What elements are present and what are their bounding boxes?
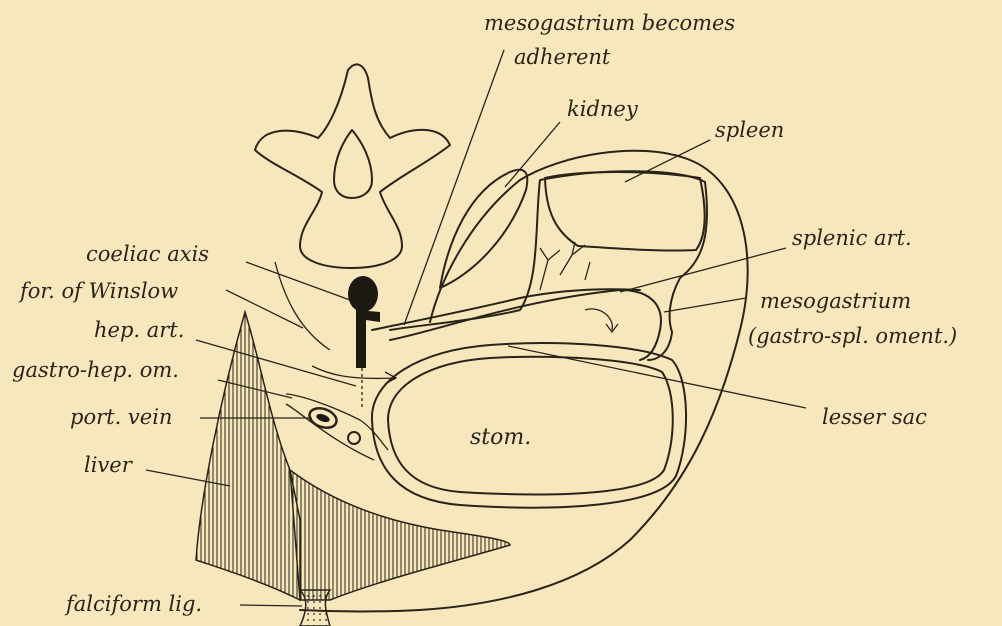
label-spleen: spleen	[715, 118, 784, 142]
label-mesogastrium-becomes: mesogastrium becomes	[484, 11, 735, 35]
aorta-shape	[348, 276, 378, 312]
splenic-branches	[540, 242, 590, 290]
label-liver: liver	[84, 453, 134, 477]
falciform-ligament	[300, 590, 330, 626]
label-coeliac-axis: coeliac axis	[86, 242, 209, 266]
hepatic-artery	[348, 432, 360, 444]
label-mesogastrium: mesogastrium	[760, 289, 911, 313]
label-gastro-hep-om: gastro-hep. om.	[12, 358, 179, 382]
label-for-of-winslow: for. of Winslow	[18, 279, 178, 303]
vertebra-shape	[255, 64, 450, 268]
label-gastro-spl-oment: (gastro-spl. oment.)	[748, 324, 957, 348]
label-stom: stom.	[470, 425, 531, 450]
label-hep-art: hep. art.	[94, 318, 184, 342]
label-splenic-art: splenic art.	[792, 226, 912, 250]
label-adherent: adherent	[514, 45, 611, 69]
label-lesser-sac: lesser sac	[822, 405, 927, 429]
label-kidney: kidney	[567, 97, 639, 121]
label-port-vein: port. vein	[70, 405, 172, 429]
spleen-shape	[545, 172, 705, 251]
label-falciform-lig: falciform lig.	[64, 592, 202, 616]
coeliac-axis-vessel	[356, 310, 380, 368]
liver-shape	[196, 312, 510, 600]
kidney-shape	[440, 170, 527, 288]
